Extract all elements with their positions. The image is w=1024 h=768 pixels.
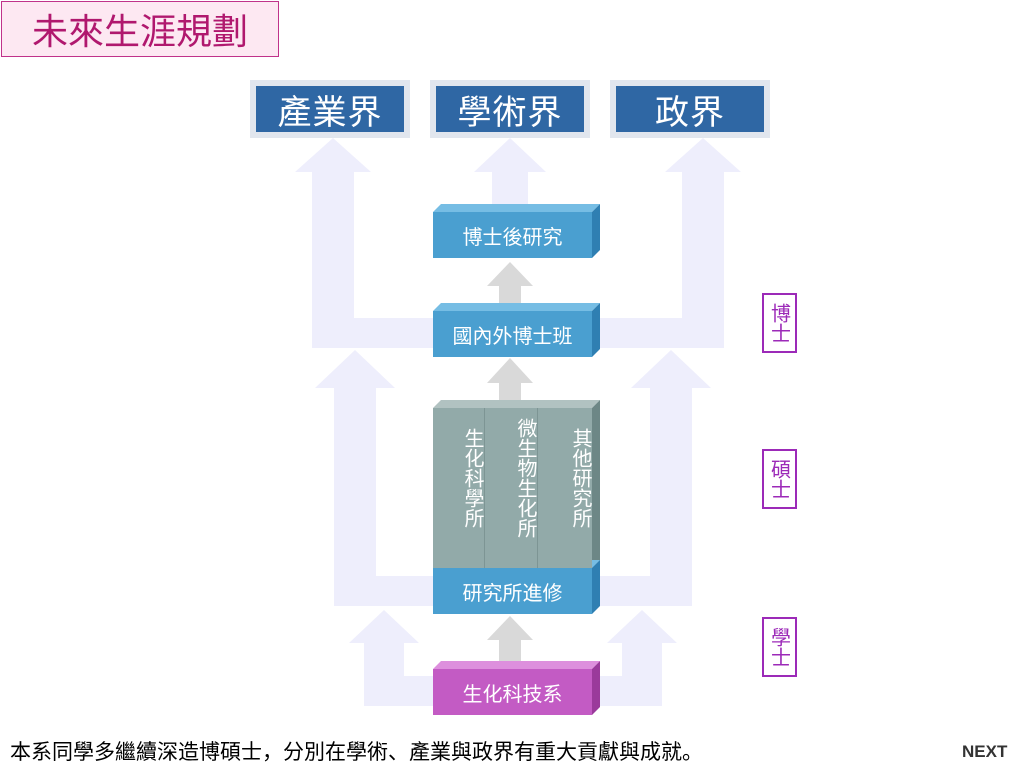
degree-label-master: 碩士	[762, 449, 797, 509]
arrow-inst-to-phd	[487, 358, 533, 410]
upper-branch-arrows	[295, 138, 741, 348]
destination-politics: 政界	[610, 80, 770, 138]
middle-branch-arrows	[315, 350, 711, 606]
lower-branch-arrows	[349, 610, 677, 706]
next-button[interactable]: NEXT	[962, 742, 1008, 761]
arrow-dept-to-grad	[487, 616, 533, 666]
stage-graduate-study: 研究所進修	[433, 568, 592, 614]
stage-department: 生化科技系	[433, 669, 592, 715]
stage-phd-program: 國內外博士班	[433, 311, 592, 357]
degree-label-bachelor: 學士	[762, 617, 797, 677]
destination-industry: 產業界	[250, 80, 410, 138]
arrow-to-politics	[592, 138, 741, 348]
arrow-to-industry	[295, 138, 440, 348]
footer-caption: 本系同學多繼續深造博碩士，分別在學術、產業與政界有重大貢獻與成就。	[10, 740, 703, 764]
destination-politics-label: 政界	[616, 86, 764, 133]
destination-industry-label: 產業界	[256, 86, 404, 133]
institute-biochem: 生化科學所	[433, 408, 485, 568]
arrow-bach-left	[349, 610, 440, 706]
destination-academia: 學術界	[430, 80, 590, 138]
stage-postdoc: 博士後研究	[433, 212, 592, 258]
institute-microbio: 微生物生化所	[485, 408, 538, 568]
page-title: 未來生涯規劃	[1, 1, 279, 57]
destination-academia-label: 學術界	[436, 86, 584, 133]
institute-other: 其他研究所	[538, 408, 593, 568]
arrow-to-academia	[474, 138, 546, 206]
arrow-phd-to-postdoc	[487, 262, 533, 304]
arrow-grad-right	[592, 350, 711, 606]
degree-label-phd: 博士	[762, 293, 797, 353]
arrow-bach-right	[592, 610, 677, 706]
small-stage-arrows	[487, 262, 533, 666]
arrow-grad-left	[315, 350, 440, 606]
